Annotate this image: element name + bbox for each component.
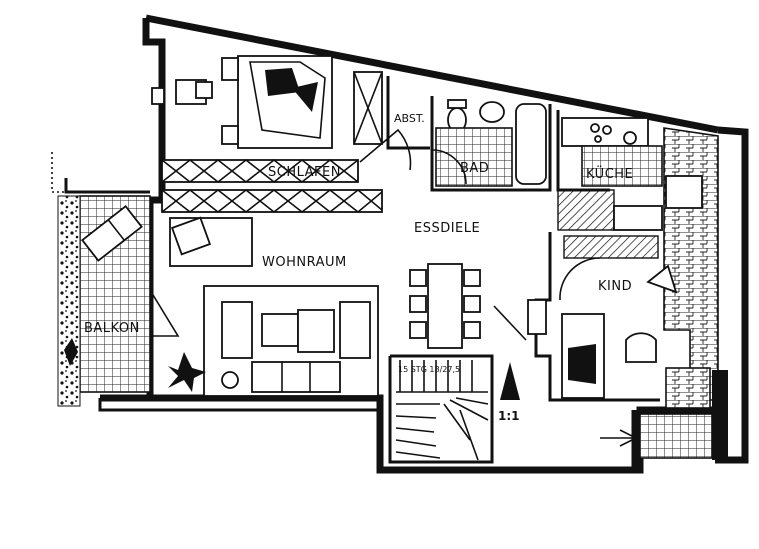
balkon-area: BALKON (51, 152, 151, 407)
kueche-room: KÜCHE (556, 110, 719, 401)
staircase: 15 STG 18/27,5 (388, 354, 494, 464)
wohnraum-room: WOHNRAUM ESSDIELE (149, 188, 481, 397)
room-label-bad: BAD (460, 161, 489, 176)
loggia-area (600, 367, 728, 460)
room-label-essdiele: ESSDIELE (414, 221, 480, 236)
scale-label: 1:1 (498, 409, 520, 423)
kind-room: KIND (493, 232, 678, 402)
stair-note: 15 STG 18/27,5 (398, 365, 460, 374)
schlafen-room: SCHLAFEN (151, 55, 412, 184)
room-label-balkon: BALKON (84, 321, 140, 336)
room-label-wohnraum: WOHNRAUM (262, 255, 347, 270)
bad-abst-rooms: ABST. BAD (386, 76, 552, 192)
room-label-kind: KIND (598, 279, 632, 294)
room-label-schlafen: SCHLAFEN (268, 165, 341, 180)
north-arrow: 1:1 (498, 362, 520, 423)
room-label-abst: ABST. (394, 112, 425, 125)
room-label-kueche: KÜCHE (586, 165, 633, 182)
